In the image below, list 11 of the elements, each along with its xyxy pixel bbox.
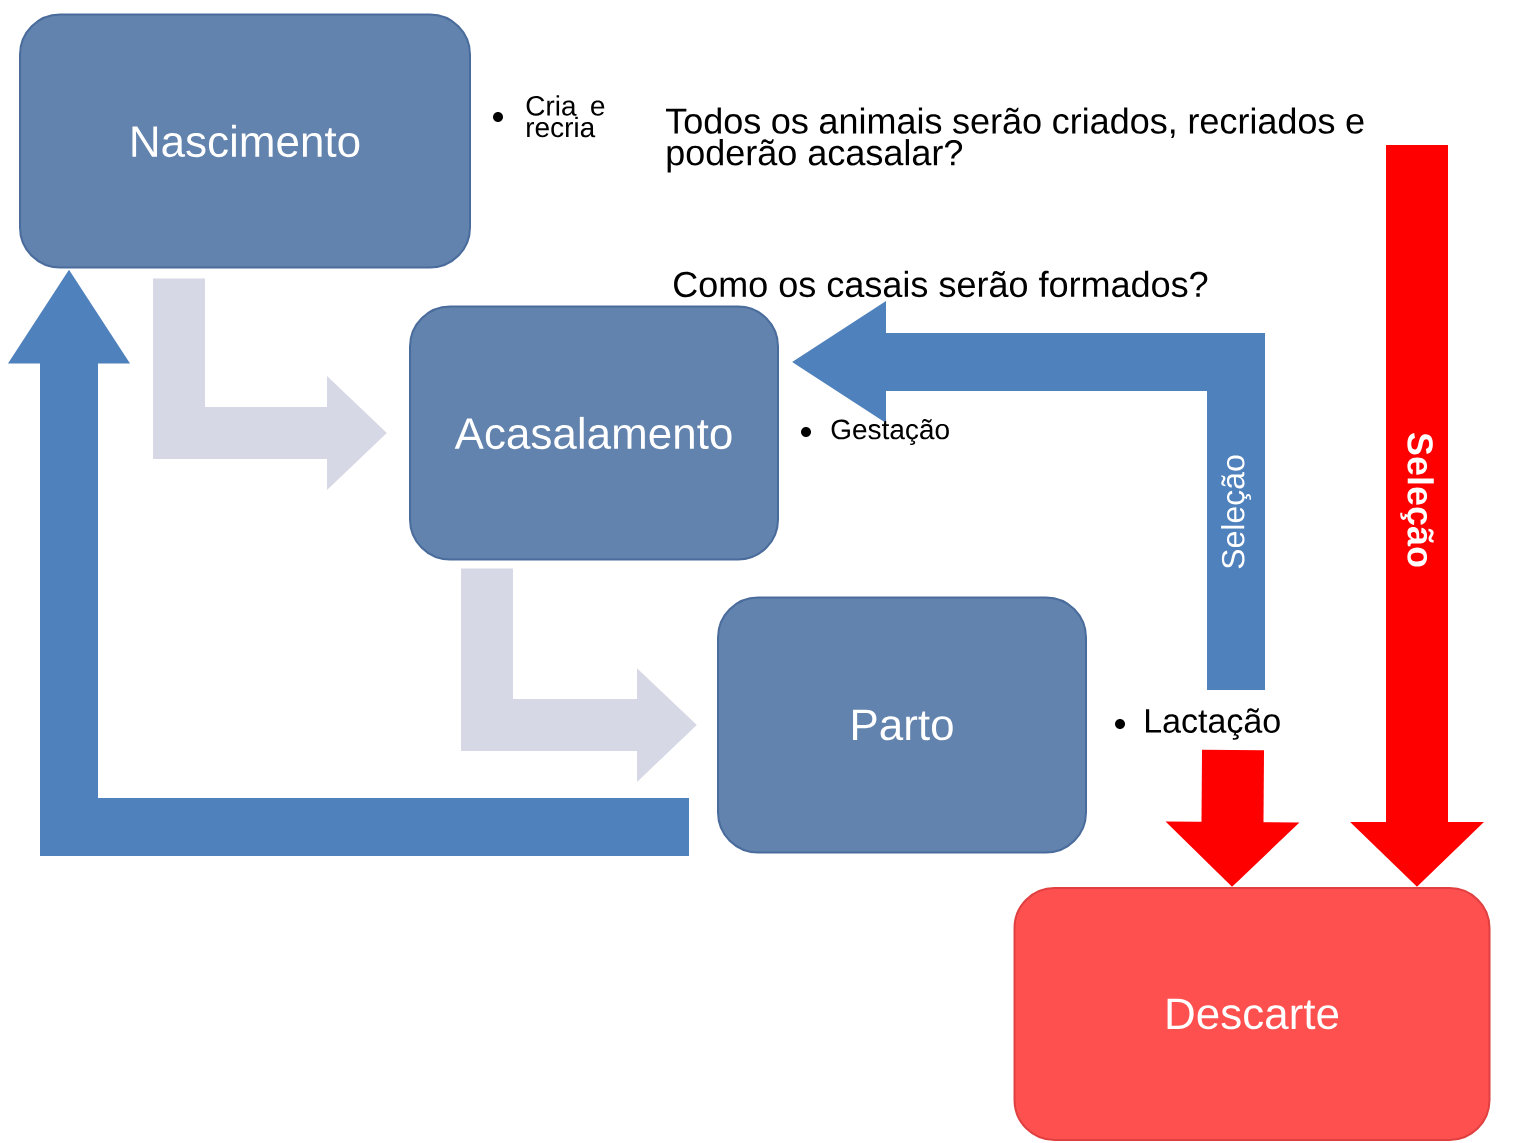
process-box: Descarte bbox=[1013, 887, 1491, 1141]
process-box: Parto bbox=[717, 596, 1087, 854]
question-text: Como os casais serão formados? bbox=[674, 270, 1208, 298]
bullet-item: Gestação bbox=[801, 419, 949, 445]
bullet-item: Lactação bbox=[1115, 708, 1280, 740]
edge-label: Seleção bbox=[1220, 453, 1252, 571]
bullet-item: Cria e recria bbox=[493, 95, 605, 138]
question-text: Todos os animais serão criados, recriados e poderão acasalar? bbox=[666, 107, 1364, 173]
process-box: Nascimento bbox=[19, 13, 471, 269]
edge-label: Seleção bbox=[1399, 430, 1435, 570]
process-box: Acasalamento bbox=[409, 305, 779, 561]
